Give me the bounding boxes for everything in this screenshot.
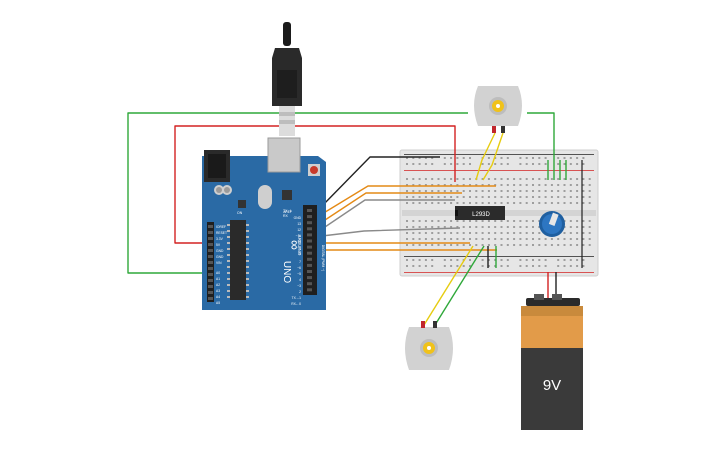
orange-wire-1 — [321, 185, 496, 215]
green-wire-motor-bottom — [434, 245, 485, 326]
pin-label-d7: 7 — [299, 260, 301, 264]
pin-label-a5: A5 — [216, 301, 220, 305]
on-label: ON — [237, 211, 243, 215]
pin-label-a1: A1 — [216, 277, 220, 281]
pin-label-d8: 8 — [299, 252, 301, 256]
gray-wire-2 — [321, 227, 461, 237]
arduino-uno-board: ∞ ARDUINO UNO TX RX L ON IOREF RESET 3.3… — [202, 137, 326, 310]
pin-label-d0: RX←0 — [291, 302, 301, 306]
power-analog-header-pins — [208, 225, 213, 300]
arduino-model-text: UNO — [281, 261, 292, 283]
yellow-wire-motor-top-2 — [482, 132, 504, 181]
pin-label-d12: 12 — [297, 228, 301, 232]
dc-motor-icon — [405, 321, 453, 370]
digital-header-pins — [307, 209, 312, 292]
pin-label-d5: ~5 — [297, 272, 301, 276]
pin-label-d10: ~10 — [295, 240, 301, 244]
red-wire-5v — [174, 125, 456, 244]
digital-header-label: DIGITAL (PWM ~) — [321, 245, 325, 271]
pin-label-gnd-top: GND — [294, 216, 302, 220]
motor-driver-chip: L293D — [455, 206, 505, 220]
pin-label-5v: 5V — [216, 243, 221, 247]
green-wire-gnd — [127, 112, 468, 274]
chip-label: L293D — [472, 212, 490, 218]
pin-label-a4: A4 — [216, 295, 220, 299]
pin-label-d3: ~3 — [297, 284, 301, 288]
dc-motor-icon — [474, 86, 522, 133]
wires — [127, 112, 583, 326]
pin-label-gnd2: GND — [216, 255, 224, 259]
arduino-brand-text: ARDUINO — [297, 235, 302, 256]
pin-label-d2: 2 — [299, 290, 301, 294]
pin-label-gnd1: GND — [216, 249, 224, 253]
black-wire — [321, 156, 440, 207]
pin-label-d6: ~6 — [297, 266, 301, 270]
usb-socket — [267, 137, 301, 173]
pin-label-d1: TX→1 — [292, 296, 302, 300]
arduino-logo-icon: ∞ — [287, 240, 303, 250]
pin-label-d11: ~11 — [296, 234, 302, 238]
green-wire-motor-top — [527, 112, 555, 180]
pin-label-a0: A0 — [216, 271, 220, 275]
pin-label-3v3: 3.3V — [216, 237, 224, 241]
battery-icon: 9V — [521, 294, 583, 430]
gray-wire-1 — [321, 199, 455, 230]
yellow-wire-motor-top — [475, 132, 496, 181]
pin-label-d4: 4 — [299, 278, 301, 282]
tx-label: TX — [283, 209, 288, 213]
usb-plug-icon — [272, 22, 302, 136]
pin-label-a3: A3 — [216, 289, 220, 293]
pin-label-vin: VIN — [216, 261, 222, 265]
rx-label: RX — [283, 214, 289, 218]
battery-label: 9V — [543, 377, 561, 394]
yellow-wire-motor-bottom — [423, 245, 474, 326]
breadboard-holes — [406, 157, 591, 267]
potentiometer-icon — [539, 211, 565, 237]
atmega-chip — [230, 220, 246, 300]
pin-label-a2: A2 — [216, 283, 220, 287]
pin-label-d9: ~9 — [297, 246, 301, 250]
orange-wire-2 — [321, 192, 462, 223]
l-label: L — [290, 209, 292, 213]
pin-label-d13: 13 — [297, 222, 301, 226]
pin-label-reset: RESET — [216, 231, 227, 235]
pin-label-ioref: IOREF — [216, 225, 226, 229]
pin-label-aref: AREF — [283, 210, 292, 214]
